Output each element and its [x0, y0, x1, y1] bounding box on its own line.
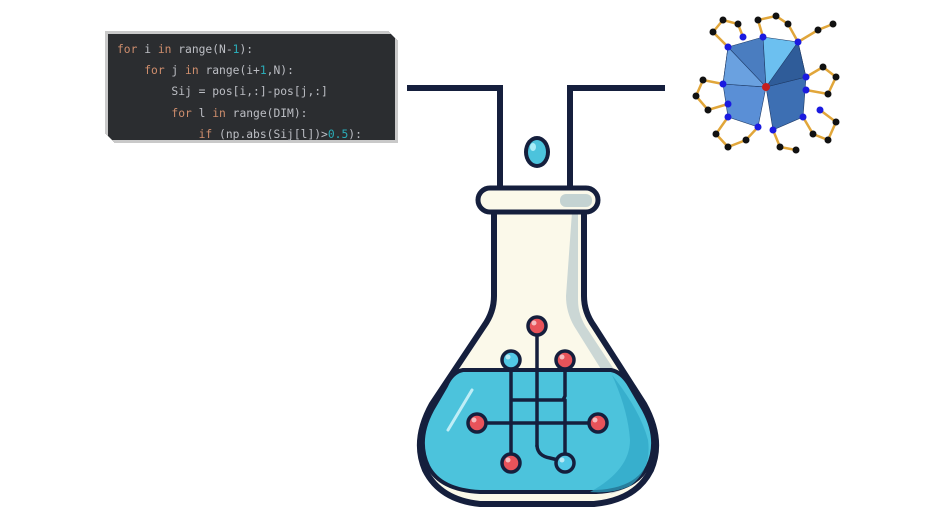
code-line: Sij = pos[i,:]-pos[j,:]: [171, 85, 328, 99]
funnel-pipe: [407, 85, 665, 190]
code-line: for i in range(N-1):: [117, 43, 254, 56]
code-line: for l in range(DIM):: [171, 106, 308, 120]
code-line: if (np.abs(Sij[l])>0.5):: [198, 127, 362, 141]
node-highlights: [471, 320, 598, 463]
molecule-graph-icon: [475, 332, 600, 462]
code-panel: for i in range(N-1): for j in range(i+1,…: [105, 31, 398, 143]
polyhedral-cluster-image: [692, 12, 840, 154]
droplet-icon: [524, 136, 550, 168]
code-snippet: for i in range(N-1): for j in range(i+1,…: [117, 39, 362, 145]
code-line: for j in range(i+1,N):: [144, 64, 294, 78]
